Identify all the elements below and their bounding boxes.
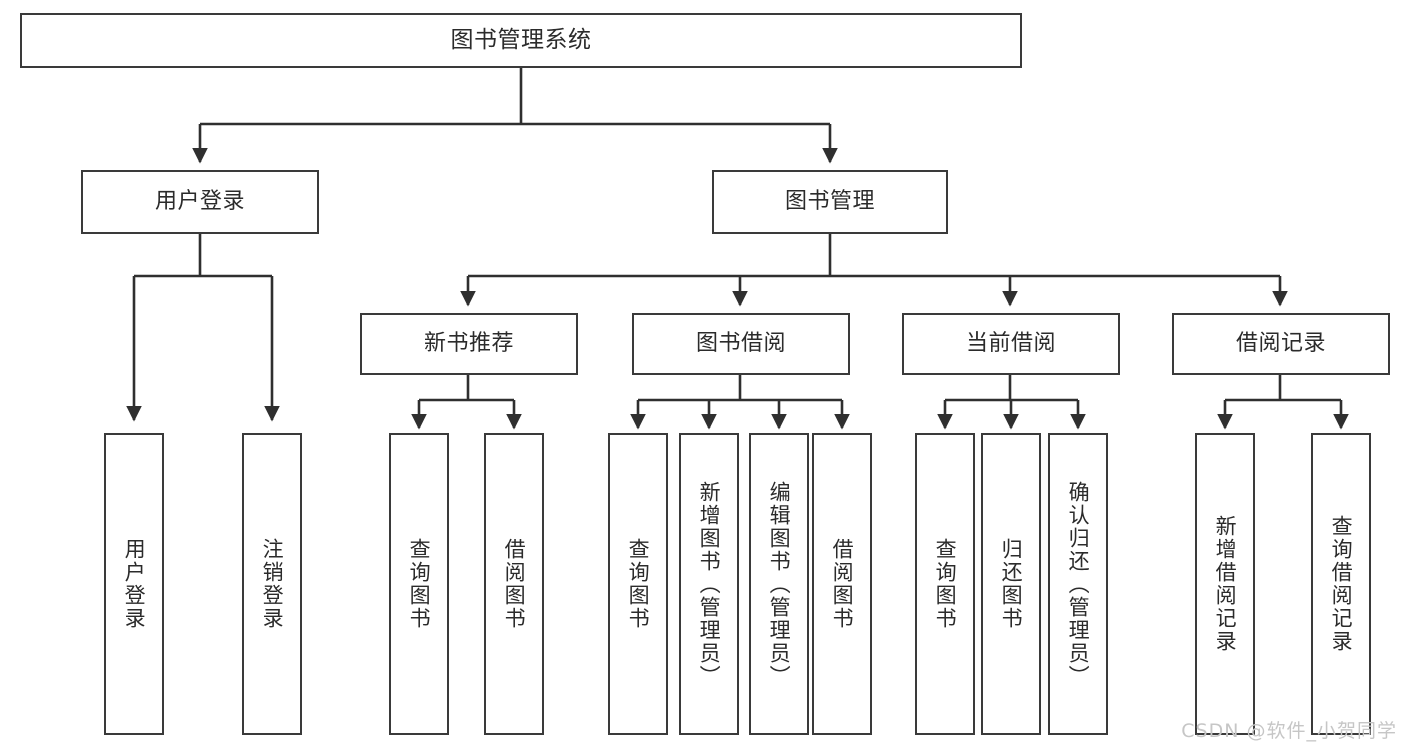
node-leaf-add-record[interactable]: 新增借阅记录: [1195, 433, 1255, 735]
node-leaf-query-record-label: 查询借阅记录: [1329, 515, 1354, 653]
node-root[interactable]: 图书管理系统: [20, 13, 1022, 68]
node-book-borrow[interactable]: 图书借阅: [632, 313, 850, 375]
node-root-label: 图书管理系统: [450, 26, 592, 53]
node-leaf-add-book[interactable]: 新增图书（管理员）: [679, 433, 739, 735]
node-leaf-user-login-label: 用户登录: [122, 538, 147, 630]
node-leaf-borrow-book-2-label: 借阅图书: [830, 538, 855, 630]
node-leaf-logout-login[interactable]: 注销登录: [242, 433, 302, 735]
node-leaf-edit-book-label: 编辑图书（管理员）: [767, 480, 792, 688]
node-leaf-return-book-label: 归还图书: [999, 538, 1024, 630]
node-leaf-query-book-1[interactable]: 查询图书: [389, 433, 449, 735]
node-leaf-return-book[interactable]: 归还图书: [981, 433, 1041, 735]
node-leaf-query-book-3-label: 查询图书: [933, 538, 958, 630]
node-leaf-confirm-return-label: 确认归还（管理员）: [1066, 480, 1091, 688]
watermark-text: CSDN @软件_小贺同学: [1181, 720, 1397, 742]
node-new-book-recommend-label: 新书推荐: [423, 330, 514, 356]
node-leaf-query-book-1-label: 查询图书: [407, 538, 432, 630]
node-current-borrow[interactable]: 当前借阅: [902, 313, 1120, 375]
node-leaf-query-book-2[interactable]: 查询图书: [608, 433, 668, 735]
node-user-login-label: 用户登录: [154, 188, 245, 214]
node-leaf-query-book-3[interactable]: 查询图书: [915, 433, 975, 735]
node-borrow-record-label: 借阅记录: [1235, 330, 1326, 356]
node-leaf-logout-login-label: 注销登录: [260, 538, 285, 630]
node-book-manage[interactable]: 图书管理: [712, 170, 948, 234]
node-leaf-confirm-return[interactable]: 确认归还（管理员）: [1048, 433, 1108, 735]
node-leaf-query-record[interactable]: 查询借阅记录: [1311, 433, 1371, 735]
node-leaf-add-book-label: 新增图书（管理员）: [697, 480, 722, 688]
node-leaf-add-record-label: 新增借阅记录: [1213, 515, 1238, 653]
node-current-borrow-label: 当前借阅: [965, 330, 1056, 356]
node-leaf-borrow-book-2[interactable]: 借阅图书: [812, 433, 872, 735]
node-user-login[interactable]: 用户登录: [81, 170, 319, 234]
node-new-book-recommend[interactable]: 新书推荐: [360, 313, 578, 375]
node-leaf-user-login[interactable]: 用户登录: [104, 433, 164, 735]
node-book-borrow-label: 图书借阅: [695, 330, 786, 356]
node-book-manage-label: 图书管理: [784, 188, 875, 214]
node-leaf-borrow-book-1-label: 借阅图书: [502, 538, 527, 630]
node-borrow-record[interactable]: 借阅记录: [1172, 313, 1390, 375]
node-leaf-borrow-book-1[interactable]: 借阅图书: [484, 433, 544, 735]
node-leaf-edit-book[interactable]: 编辑图书（管理员）: [749, 433, 809, 735]
node-leaf-query-book-2-label: 查询图书: [626, 538, 651, 630]
